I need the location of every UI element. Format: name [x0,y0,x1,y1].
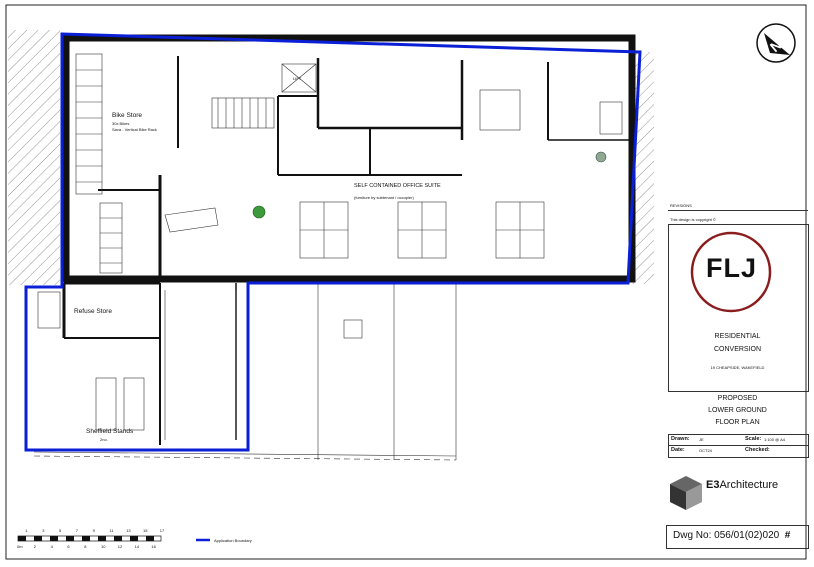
company-name-strong: E3 [706,479,720,491]
scale-tick-label: 11 [109,528,114,533]
info-divider [668,445,808,446]
dwg-number-box [666,525,809,549]
room-label-bike-store: Bike Store [112,112,142,119]
copyright-icon: © [712,217,716,222]
checked-label: Checked: [745,447,770,453]
office-desks [299,201,545,259]
scale-tick-label: 7 [75,528,79,533]
drawing-title-line1: PROPOSED [717,395,758,402]
scale-tick-label: 0m [17,544,23,549]
room-sub-sheffield-stands: 2no. [100,437,108,442]
project-address: 19 CHEAPSIDE, WAKEFIELD [710,365,765,370]
sheet-border [5,4,807,560]
room-label-sheffield-stands: Sheffield Stands [86,428,134,435]
scale-tick-label: 5 [59,528,62,533]
revisions-divider [668,210,808,211]
room-sub-bike-rack: Sava - Vertical Bike Rack [112,127,157,132]
scale-tick-label: 9 [92,528,95,533]
scale-tick-label: 3 [42,528,45,533]
scale-tick-label: 10 [101,544,106,549]
date-value: OCT24 [699,448,712,453]
drawn-value: JE [699,437,704,442]
revisions-heading: REVISIONS [670,203,692,208]
plant-icon [252,205,266,219]
dwg-rev: # [784,530,791,541]
scale-value: 1:100 @ A4 [764,437,785,442]
interior-details [33,53,623,461]
scale-tick-label: 13 [126,528,131,533]
room-sub-office-suite: (furniture by subtenant / occupier) [354,195,414,200]
plant-icon [595,151,607,163]
scale-tick-label: 1 [25,528,28,533]
scale-tick-label: 15 [143,528,148,533]
project-title-line1: RESIDENTIAL [714,333,761,340]
e3-cube-logo-icon [670,476,702,510]
drawing-title-line2: LOWER GROUND [708,407,767,414]
info-table [668,434,809,458]
date-label: Date: [671,447,685,453]
hatch-left [8,30,60,285]
drawn-label: Drawn: [671,436,690,442]
legend-boundary-label: Application Boundary [214,538,252,543]
project-panel [668,224,809,392]
room-label-refuse-store: Refuse Store [74,308,112,315]
scale-tick-label: 2 [33,544,37,549]
application-boundary [24,32,642,452]
scale-tick-label: 6 [67,544,70,549]
flj-logo-text: FLJ [706,253,758,283]
project-title-line2: CONVERSION [713,346,762,353]
room-label-lift: LIFT [293,76,302,81]
dwg-label: Dwg No: [673,530,712,541]
scale-tick-label: 14 [134,544,140,549]
room-label-office-suite: SELF CONTAINED OFFICE SUITE [354,183,441,189]
drawing-title-line3: FLOOR PLAN [715,419,760,426]
scale-tick-label: 8 [84,544,87,549]
flj-logo-ring [690,231,772,313]
scale-tick-label: 16 [151,544,156,549]
scale-label: Scale: [745,436,762,442]
room-sub-bike-store: 30x Bikes [112,121,130,126]
company-name-rest: Architecture [719,479,779,491]
copyright-text: This design is copyright [670,217,712,222]
dwg-number: Dwg No: 056/01(02)020 # [673,530,790,541]
scale-bar [17,535,162,542]
scale-tick-label: 17 [159,528,165,533]
north-arrow-icon: N [756,23,796,63]
scale-tick-label: 12 [117,544,123,549]
dwg-value: 056/01(02)020 [714,530,780,541]
scale-tick-label: 4 [50,544,53,549]
company-name: E3Architecture [706,479,778,491]
copyright-note: This design is copyright © [670,217,716,222]
